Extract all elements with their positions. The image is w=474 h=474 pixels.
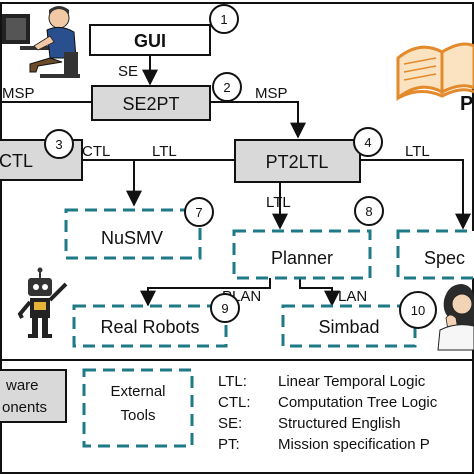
- svg-text:7: 7: [195, 205, 202, 220]
- svg-text:NuSMV: NuSMV: [101, 228, 163, 248]
- edge-label-se: SE: [118, 63, 138, 80]
- edge-label-plan-right: PLAN: [328, 288, 367, 305]
- node-nusmv: NuSMV: [64, 208, 202, 260]
- svg-text:External: External: [110, 383, 165, 400]
- legend: ware onents External Tools LTL: Linear T…: [0, 368, 438, 453]
- edge-label-msp-right: MSP: [255, 85, 288, 102]
- user-at-computer-icon: [2, 6, 80, 78]
- legend-software-components: ware onents: [0, 369, 67, 423]
- svg-text:GUI: GUI: [134, 31, 166, 51]
- svg-text:Real Robots: Real Robots: [100, 317, 199, 337]
- node-number-badge: 7: [184, 197, 214, 227]
- svg-text:Planner: Planner: [271, 248, 333, 268]
- legend-meaning: Mission specification P: [278, 436, 430, 453]
- diagram-edges: [0, 55, 471, 307]
- node-number-badge: 4: [353, 127, 383, 157]
- legend-abbr: SE:: [218, 415, 242, 432]
- node-simbad: Simbad: [281, 304, 417, 348]
- legend-meaning: Computation Tree Logic: [278, 394, 438, 411]
- svg-text:4: 4: [364, 135, 371, 150]
- node-spec: Spec: [396, 229, 474, 280]
- legend-external-tools: External Tools: [82, 368, 194, 448]
- svg-text:Spec: Spec: [424, 248, 465, 268]
- svg-text:SE2PT: SE2PT: [122, 94, 179, 114]
- edge-label-ltl-planner: LTL: [266, 194, 291, 211]
- edge-label-msp-left: MSP: [2, 85, 35, 102]
- svg-text:Tools: Tools: [120, 407, 155, 424]
- book-icon: [396, 42, 474, 102]
- svg-text:ware: ware: [5, 377, 39, 394]
- node-number-badge: 10: [399, 291, 437, 329]
- svg-text:2: 2: [223, 80, 230, 95]
- legend-abbr: LTL:: [218, 373, 247, 390]
- node-number-badge: 8: [354, 196, 384, 226]
- legend-meaning: Structured English: [278, 415, 401, 432]
- node-number-badge: 3: [44, 129, 74, 159]
- legend-abbr: CTL:: [218, 394, 251, 411]
- node-number-badge: 9: [210, 293, 240, 323]
- svg-text:9: 9: [221, 301, 228, 316]
- edge-label-ctl: CTL: [82, 143, 110, 160]
- svg-text:8: 8: [365, 204, 372, 219]
- robot-icon: [17, 267, 68, 338]
- svg-text:3: 3: [55, 137, 62, 152]
- node-number-badge: 2: [212, 72, 242, 102]
- legend-abbr: PT:: [218, 436, 240, 453]
- svg-text:CTL: CTL: [0, 151, 33, 171]
- legend-abbreviations: LTL: Linear Temporal Logic CTL: Computat…: [218, 373, 438, 453]
- edge-label-ltl-left: LTL: [152, 143, 177, 160]
- svg-text:Simbad: Simbad: [318, 317, 379, 337]
- legend-meaning: Linear Temporal Logic: [278, 373, 426, 390]
- node-se2pt: SE2PT: [91, 85, 211, 121]
- svg-text:onents: onents: [2, 399, 47, 416]
- node-pt2ltl: PT2LTL: [234, 139, 361, 183]
- node-gui: GUI: [89, 24, 211, 56]
- edge-label-ltl-right: LTL: [405, 143, 430, 160]
- svg-text:10: 10: [411, 303, 425, 318]
- svg-text:PT2LTL: PT2LTL: [266, 152, 329, 172]
- partial-label-right: P: [460, 93, 473, 115]
- node-planner: Planner: [232, 229, 372, 280]
- node-number-badge: 1: [209, 4, 239, 34]
- person-thinking-icon: [437, 284, 474, 351]
- node-real-robots: Real Robots: [72, 304, 228, 348]
- svg-text:1: 1: [220, 12, 227, 27]
